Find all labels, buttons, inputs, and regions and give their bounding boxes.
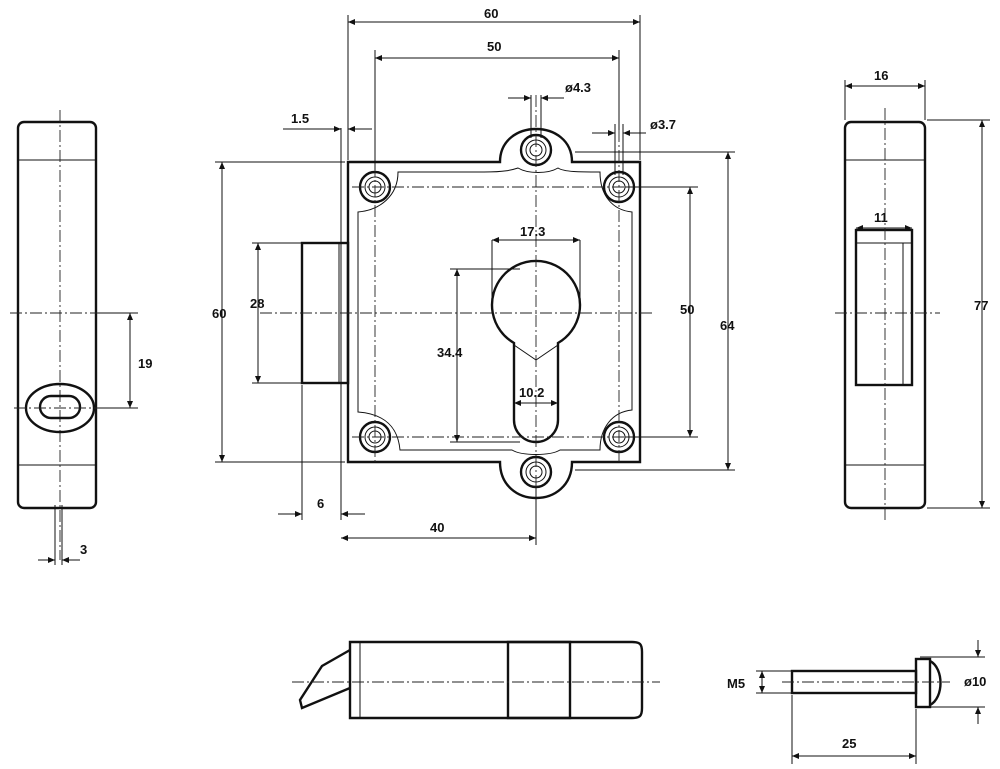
front-view: 60 50 ø4.3 ø3.7 1.5 17.3 60 [212,6,735,545]
dim-cylinder-height: 34.4 [437,345,463,360]
dim-cylinder-width: 17.3 [520,224,545,239]
front-plate-outline [346,127,642,499]
bottom-bolt-tip [298,648,351,710]
dim-right-opening: 11 [874,210,888,225]
dim-side-offset: 3 [80,542,87,557]
right-bolt-opening [854,228,914,387]
bottom-lock-body [348,640,644,720]
dim-overall-height: 64 [720,318,735,333]
dim-overall-width: 60 [484,6,498,21]
dim-hole-dia-top: ø4.3 [565,80,591,95]
dim-bolt-height: 28 [250,296,264,311]
dim-screw-length: 25 [842,736,856,751]
dim-bolt-projection: 6 [317,496,324,511]
dim-backset: 40 [430,520,444,535]
bottom-bolt-view [292,640,660,720]
left-keyhole-slot [38,394,82,420]
screw-view: M5 ø10 25 [727,640,986,764]
right-side-view: 16 11 77 [835,68,990,520]
dim-screw-thread: M5 [727,676,745,691]
dim-hole-dia-side: ø3.7 [650,117,676,132]
dim-screw-head: ø10 [964,674,986,689]
dim-hole-spacing-width: 50 [487,39,501,54]
dim-slot-width: 10.2 [519,385,544,400]
dim-right-width: 16 [874,68,888,83]
front-plate-recess [357,167,633,455]
dim-overall-height-left: 60 [212,306,226,321]
left-side-view: 19 3 [10,110,152,565]
bottom-lock-collar [506,640,572,720]
dim-hole-spacing-height: 50 [680,302,694,317]
dim-edge-offset: 1.5 [291,111,309,126]
dim-side-height: 19 [138,356,152,371]
dim-right-height: 77 [974,298,988,313]
screw-head [914,657,932,709]
left-body-outline [16,120,98,510]
